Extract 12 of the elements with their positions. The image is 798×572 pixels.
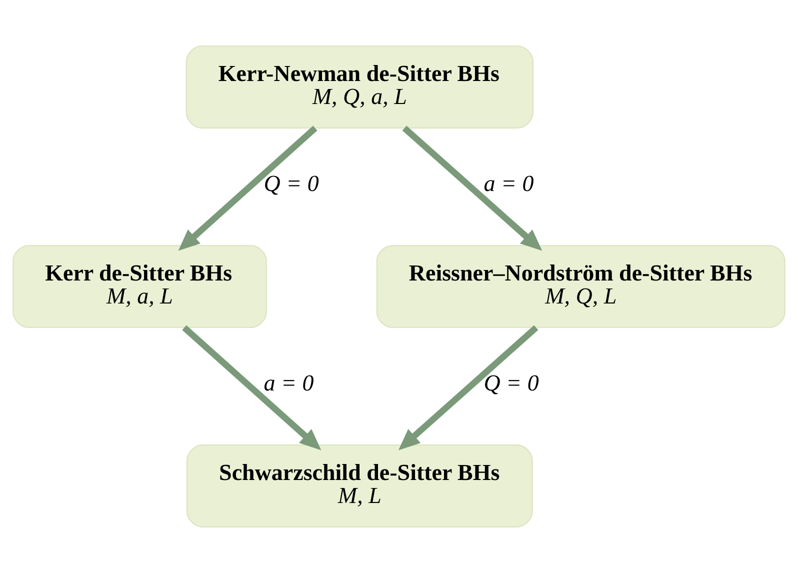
edge-label: Q = 0 <box>484 369 539 396</box>
edge-label: a = 0 <box>264 369 314 396</box>
arrow <box>398 324 538 450</box>
arrow <box>182 324 322 450</box>
edge-label: a = 0 <box>484 170 534 196</box>
node-box: Reissner–Nordström de-Sitter BHs M, Q, L <box>376 244 786 328</box>
node-box: Kerr-Newman de-Sitter BHs M, Q, a, L <box>186 44 534 128</box>
edge-label: Q = 0 <box>264 170 319 196</box>
arrow <box>402 125 542 250</box>
node-box: Kerr de-Sitter BHs M, a, L <box>12 244 267 328</box>
node-box: Schwarzschild de-Sitter BHs M, L <box>186 444 533 528</box>
arrow <box>178 125 318 250</box>
